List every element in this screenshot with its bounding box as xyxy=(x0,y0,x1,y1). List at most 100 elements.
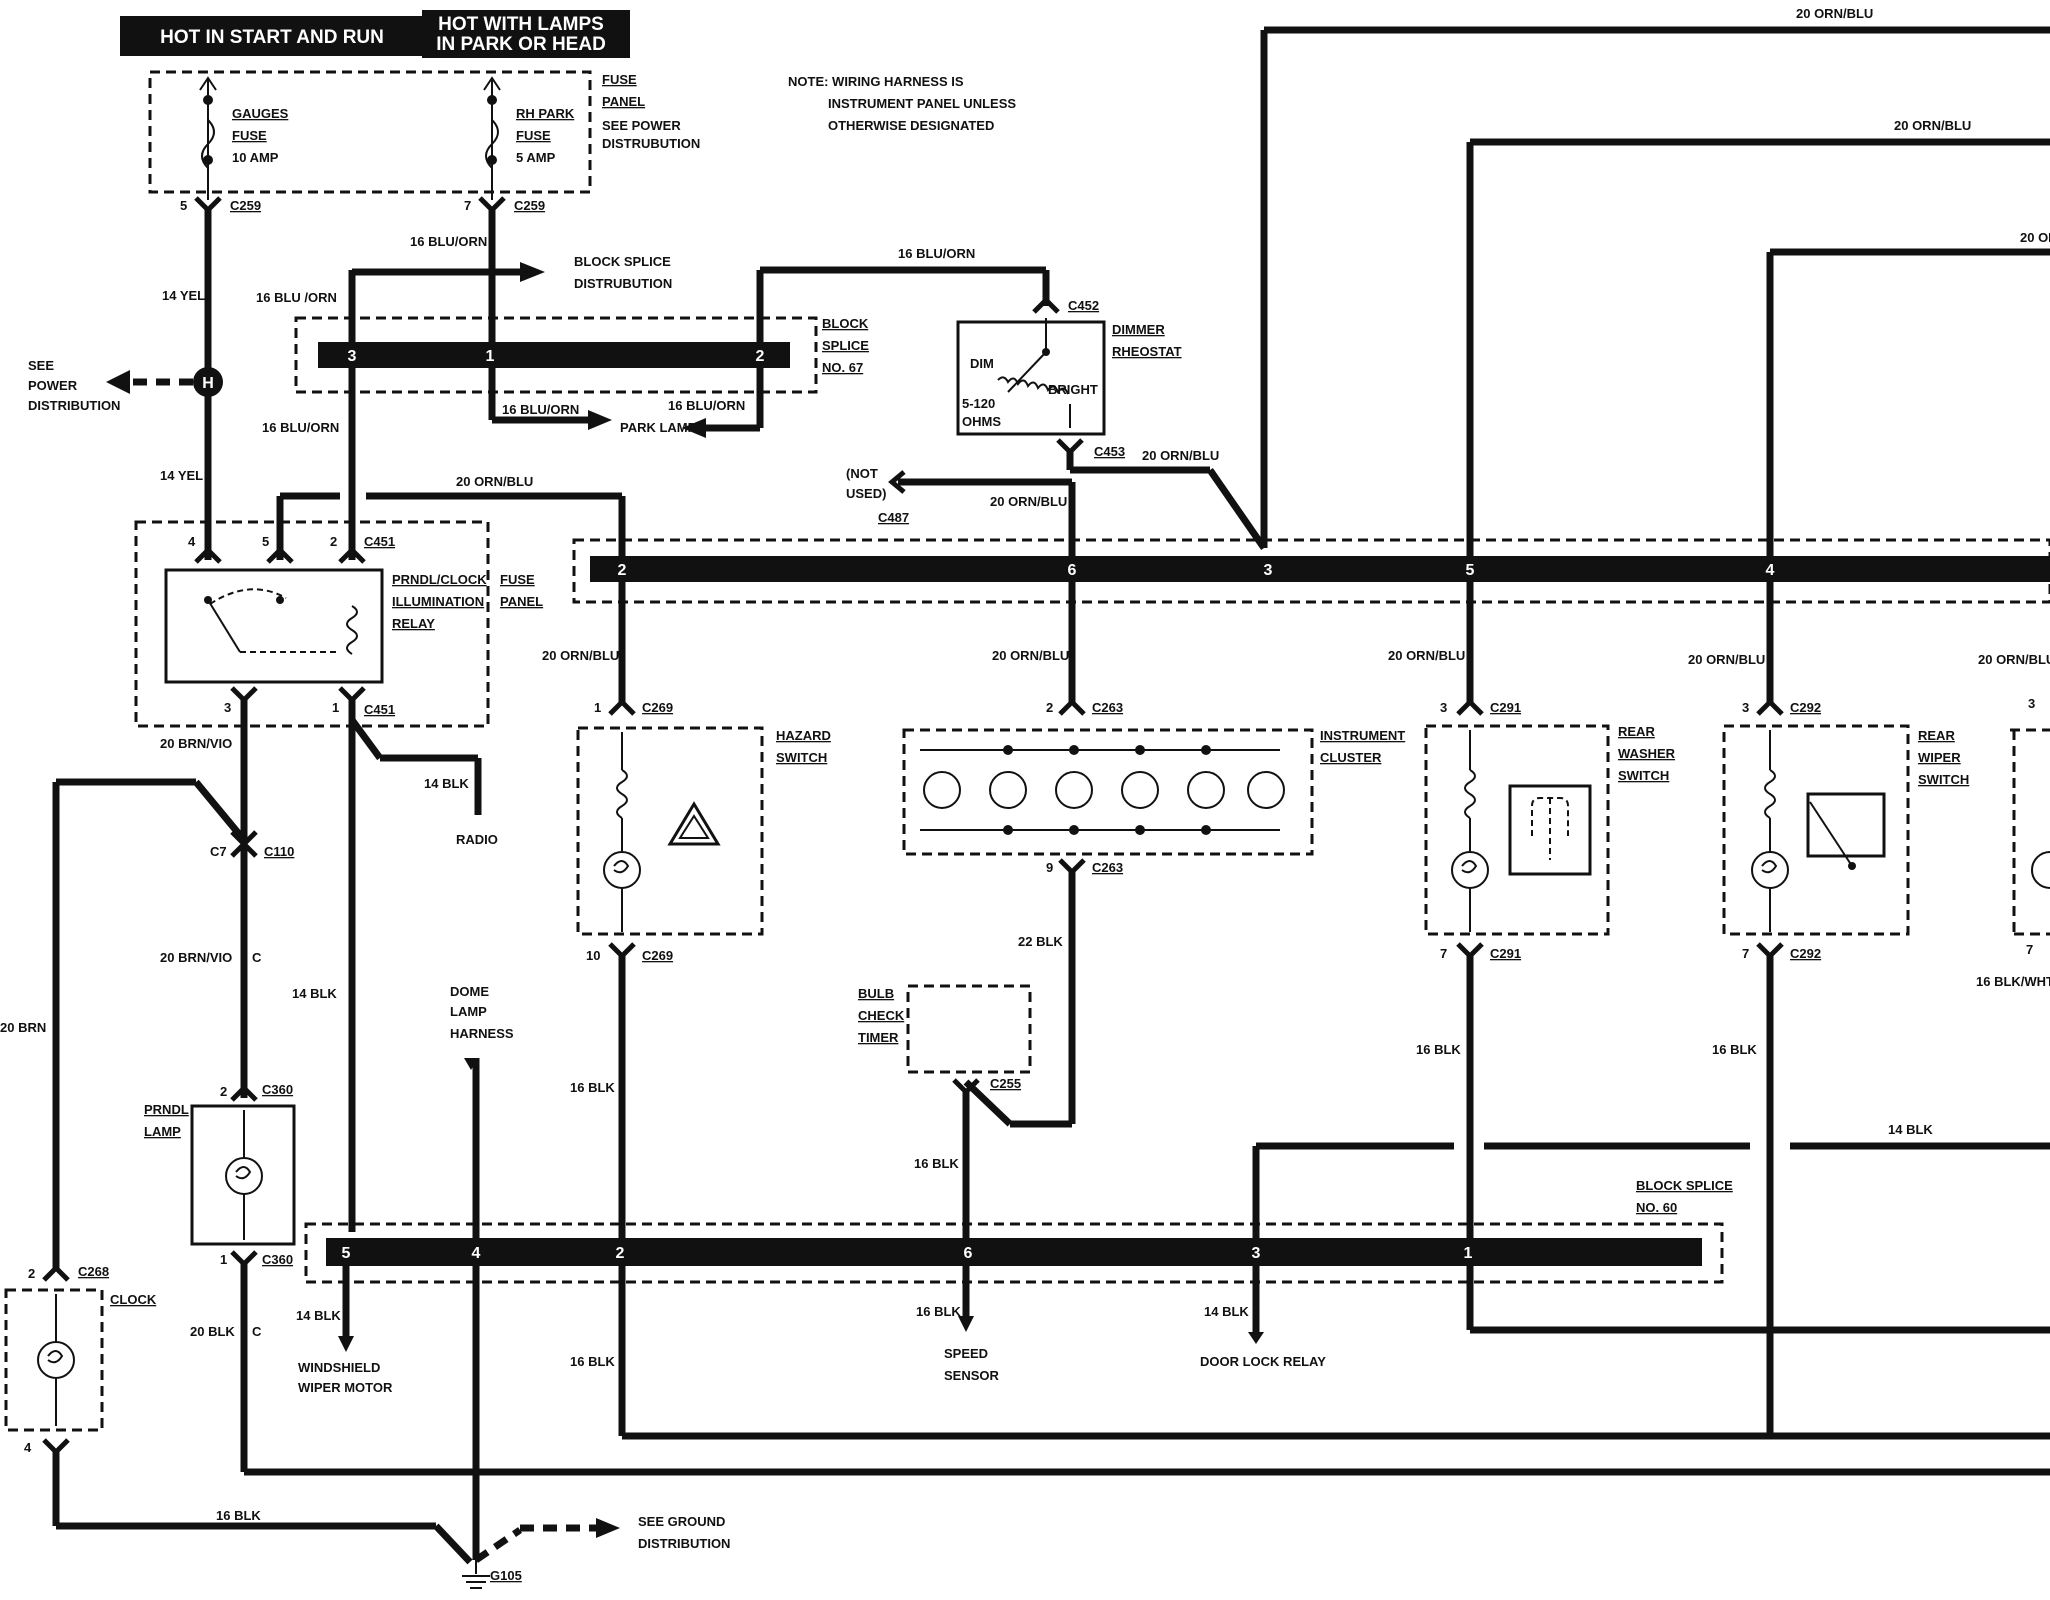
note-line3: OTHERWISE DESIGNATED xyxy=(828,118,994,133)
not-used-2: USED) xyxy=(846,486,886,501)
rhpark-fuse-line1: RH PARK xyxy=(516,106,575,121)
wire-14-blk-a: 14 BLK xyxy=(292,986,337,1001)
wiper-label-3: SWITCH xyxy=(1918,772,1969,787)
left-power-wiring: 14 YEL 14 YEL H SEE POWER DISTRIBUTION xyxy=(28,208,223,560)
wire-brn-vio-1: 20 BRN/VIO xyxy=(160,736,232,751)
cluster-pin-2: 2 xyxy=(1046,700,1053,715)
rhpark-fuse-line2: FUSE xyxy=(516,128,551,143)
gauges-fuse-line1: GAUGES xyxy=(232,106,289,121)
washer-label-3: SWITCH xyxy=(1618,768,1669,783)
radio-label: RADIO xyxy=(456,832,498,847)
harness-note: NOTE: WIRING HARNESS IS INSTRUMENT PANEL… xyxy=(788,74,1016,133)
wire-blu-orn-e: 16 BLU/ORN xyxy=(668,398,745,413)
wiper-motor-2: WIPER MOTOR xyxy=(298,1380,393,1395)
clock-label: CLOCK xyxy=(110,1292,157,1307)
connector-c259-b: C259 xyxy=(514,198,545,213)
block67-label-2: SPLICE xyxy=(822,338,869,353)
dimmer-bright: BRIGHT xyxy=(1048,382,1098,397)
ground-label-2: DISTRIBUTION xyxy=(638,1536,730,1551)
connector-c7: C7 xyxy=(210,844,227,859)
hazard-label-1: HAZARD xyxy=(776,728,831,743)
wiper-motor-1: WINDSHIELD xyxy=(298,1360,380,1375)
dome-label-3: HARNESS xyxy=(450,1026,514,1041)
hazard-switch: 20 ORN/BLU 1 C269 HAZARD SWITCH 10 C269 … xyxy=(542,582,2050,1440)
prndl-clock-relay: 4 5 2 C451 3 1 C451 PRNDL/CLOCK ILLUMINA… xyxy=(134,492,543,1232)
cluster-label-2: CLUSTER xyxy=(1320,750,1382,765)
cut-pin-3: 3 xyxy=(2028,696,2035,711)
wire-14-blk-d: 14 BLK xyxy=(1204,1304,1249,1319)
door-lock-relay: DOOR LOCK RELAY xyxy=(1200,1354,1326,1369)
wire-c-mark-2: C xyxy=(252,1324,262,1339)
bus60-node-6: 6 xyxy=(964,1245,973,1262)
header-hot-lamps-line2: IN PARK OR HEAD xyxy=(436,34,606,55)
header-hot-lamps: HOT WITH LAMPS IN PARK OR HEAD xyxy=(422,10,630,58)
gauges-fuse-line3: 10 AMP xyxy=(232,150,279,165)
prndl-lamp-pin-1: 1 xyxy=(220,1252,227,1267)
block-splice-dist-1: BLOCK SPLICE xyxy=(574,254,671,269)
dome-label-1: DOME xyxy=(450,984,489,999)
header-hot-start-run-text: HOT IN START AND RUN xyxy=(160,27,384,48)
bus-mid-node-6: 6 xyxy=(1068,562,1077,579)
wire-orn-blu-8: 20 ORN/BLU xyxy=(1388,648,1465,663)
connector-c255: C255 xyxy=(990,1076,1021,1091)
connector-c487: C487 xyxy=(878,510,909,525)
washer-pin-3: 3 xyxy=(1440,700,1447,715)
connector-c291-a: C291 xyxy=(1490,700,1521,715)
wire-16-blk-c: 16 BLK xyxy=(570,1354,615,1369)
wiper-pin-3: 3 xyxy=(1742,700,1749,715)
relay-label-2: ILLUMINATION xyxy=(392,594,484,609)
speed-label-1: SPEED xyxy=(944,1346,988,1361)
clock-pin-4: 4 xyxy=(24,1440,32,1455)
ground-g105: G105 xyxy=(490,1568,522,1583)
block67-label-3: NO. 67 xyxy=(822,360,863,375)
connector-c453: C453 xyxy=(1094,444,1125,459)
instrument-cluster: 20 ORN/BLU 2 C263 INSTRUMENT CLUSTER 9 C… xyxy=(902,582,1405,1128)
relay-pin-3: 3 xyxy=(224,700,231,715)
clock-chain: 20 BRN 2 C268 CLOCK 4 16 BLK xyxy=(0,778,473,1565)
relay-pin-5: 5 xyxy=(262,534,269,549)
header-hot-lamps-line1: HOT WITH LAMPS xyxy=(438,14,604,35)
connector-c269-a: C269 xyxy=(642,700,673,715)
splice-h: H xyxy=(202,375,214,392)
see-power-line3: DISTRIBUTION xyxy=(28,398,120,413)
prndl-lamp-chain: 20 BRN/VIO C7 C110 20 BRN/VIO C 2 C360 P… xyxy=(144,698,2050,1476)
wire-blu-orn-f: 16 BLU/ORN xyxy=(898,246,975,261)
hazard-pin-1: 1 xyxy=(594,700,601,715)
wire-blu-orn-c: 16 BLU/ORN xyxy=(262,420,339,435)
connector-c259-a: C259 xyxy=(230,198,261,213)
connector-c263-a: C263 xyxy=(1092,700,1123,715)
rear-washer-switch: 20 ORN/BLU 3 C291 REAR WASHER SWITCH 7 C… xyxy=(1388,582,2050,1334)
bus60-node-3: 3 xyxy=(1252,1245,1261,1262)
bus60-node-5: 5 xyxy=(342,1245,351,1262)
dome-label-2: LAMP xyxy=(450,1004,487,1019)
block-splice-67: BLOCK SPLICE DISTRUBUTION 16 BLU/ORN 16 … xyxy=(256,208,1050,560)
bus60-node-4: 4 xyxy=(472,1245,481,1262)
bulb-label-1: BULB xyxy=(858,986,894,1001)
hazard-pin-10: 10 xyxy=(586,948,600,963)
bus-mid-node-2: 2 xyxy=(618,562,627,579)
wire-16-blk-wht: 16 BLK/WHT xyxy=(1976,974,2050,989)
dome-ground: DOME LAMP HARNESS SEE GROUND DISTRIBUTIO… xyxy=(450,984,730,1589)
wire-orn-blu-4: 20 ORN/BLU xyxy=(1894,118,1971,133)
bus-mid-node-3: 3 xyxy=(1264,562,1273,579)
park-lamps-label: PARK LAMPS xyxy=(620,420,705,435)
cut-pin-7: 7 xyxy=(2026,942,2033,957)
not-used-1: (NOT xyxy=(846,466,878,481)
top-right-feeds: 20 ORN/BLU 20 ORN/BLU 20 OR xyxy=(1260,6,2050,560)
wire-16-blk-a: 16 BLK xyxy=(216,1508,261,1523)
dimmer-label-1: DIMMER xyxy=(1112,322,1165,337)
rhpark-fuse-line3: 5 AMP xyxy=(516,150,556,165)
bus67-node-2: 2 xyxy=(756,348,765,365)
wire-orn-blu-5: 20 ORN/BLU xyxy=(456,474,533,489)
dimmer-label-2: RHEOSTAT xyxy=(1112,344,1182,359)
hazard-label-2: SWITCH xyxy=(776,750,827,765)
bulb-check-timer: BULB CHECK TIMER C255 16 BLK xyxy=(858,984,1032,1316)
wire-16-blk-g: 16 BLK xyxy=(916,1304,961,1319)
relay-label-3: RELAY xyxy=(392,616,435,631)
bus-mid-node-5: 5 xyxy=(1466,562,1475,579)
wire-14-yel-upper: 14 YEL xyxy=(162,288,205,303)
rear-wiper-switch: 20 ORN/BLU 3 C292 REAR WIPER SWITCH 7 C2… xyxy=(1688,582,1969,1436)
header-hot-start-run: HOT IN START AND RUN xyxy=(120,16,425,56)
fuse-panel: GAUGES FUSE 10 AMP RH PARK FUSE 5 AMP FU… xyxy=(148,70,700,214)
relay-fuse-panel-1: FUSE xyxy=(500,572,535,587)
